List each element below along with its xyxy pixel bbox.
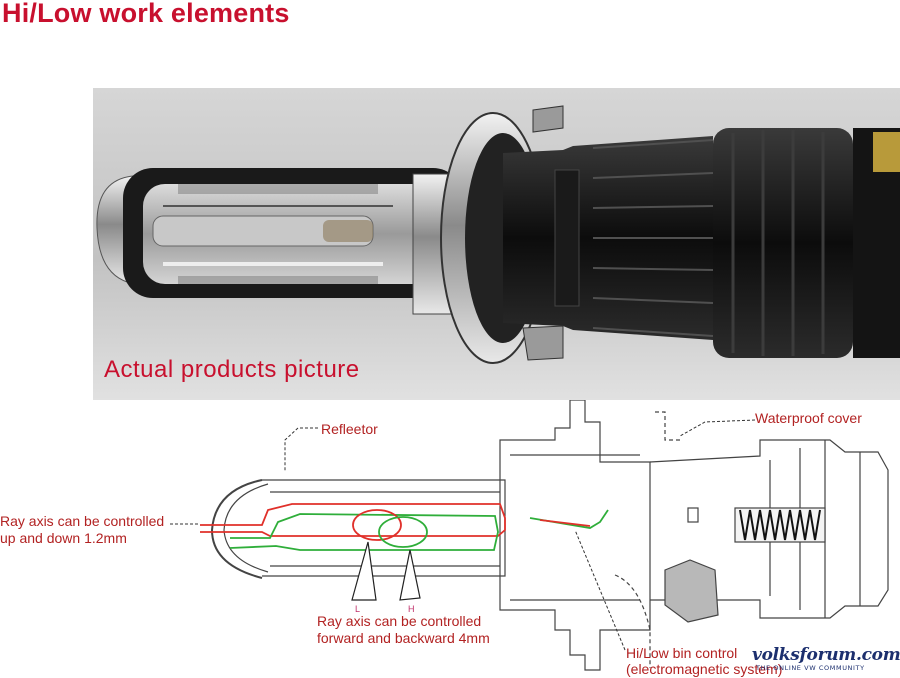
hilow-control-label-line1: Hi/Low bin control: [626, 645, 738, 661]
bulb-cross-section-diagram: L H: [170, 400, 889, 671]
ray-axis-forward-label-line1: Ray axis can be controlled: [317, 613, 482, 629]
reflector-label: Refleetor: [321, 421, 378, 437]
ray-axis-forward-label-line2: forward and backward 4mm: [317, 630, 490, 646]
product-photo: Actual products picture: [93, 88, 900, 400]
ray-axis-vertical-label-line1: Ray axis can be controlled: [0, 513, 165, 529]
bulb-photo-illustration: [96, 105, 900, 364]
page-title: Hi/Low work elements: [2, 0, 290, 28]
hilow-control-label-line2: (electromagnetic system): [626, 661, 783, 677]
logo-tagline: THE ONLINE VW COMMUNITY: [756, 664, 865, 672]
logo-wordmark: volksforum.com: [752, 645, 900, 665]
svg-text:H: H: [408, 604, 415, 614]
ray-axis-vertical-label-line2: up and down 1.2mm: [0, 530, 127, 546]
volksforum-logo: volksforum.com THE ONLINE VW COMMUNITY: [752, 645, 900, 675]
photo-caption: Actual products picture: [104, 356, 360, 383]
svg-text:L: L: [355, 604, 360, 614]
waterproof-cover-label: Waterproof cover: [755, 410, 862, 426]
